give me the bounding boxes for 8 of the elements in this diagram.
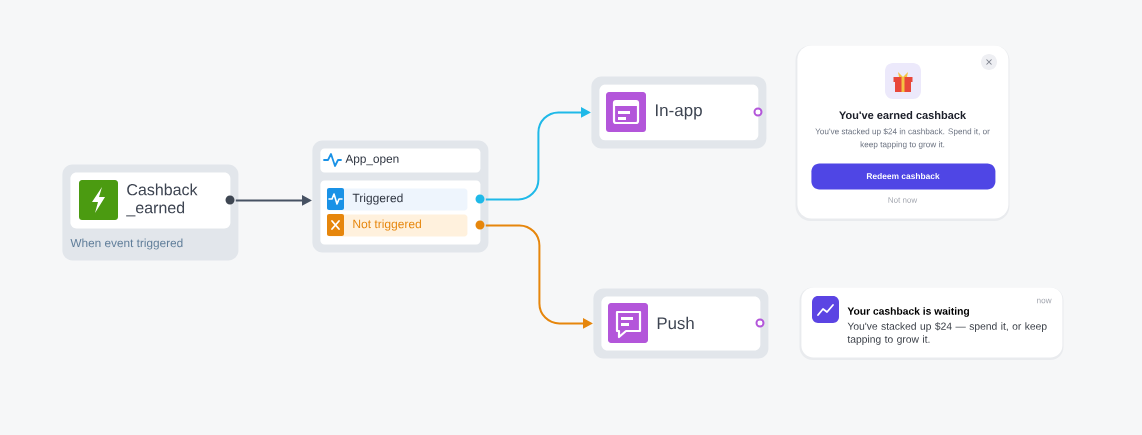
timestamp-text: now [1037, 298, 1052, 304]
primary-button: Redeem cashback [811, 163, 996, 190]
body-text: You've stacked up $24 — spend it, or keep tapping to grow it. [847, 322, 1047, 345]
text-link: Not now [888, 197, 918, 203]
body-text: You've stacked up $24 in cashback. Spend it, or keep tapping to grow it. [815, 128, 990, 149]
event-header: App_open [320, 148, 481, 173]
heading-text: Your cashback is waiting [847, 307, 969, 317]
heading-text: You've earned cashback [839, 110, 967, 120]
